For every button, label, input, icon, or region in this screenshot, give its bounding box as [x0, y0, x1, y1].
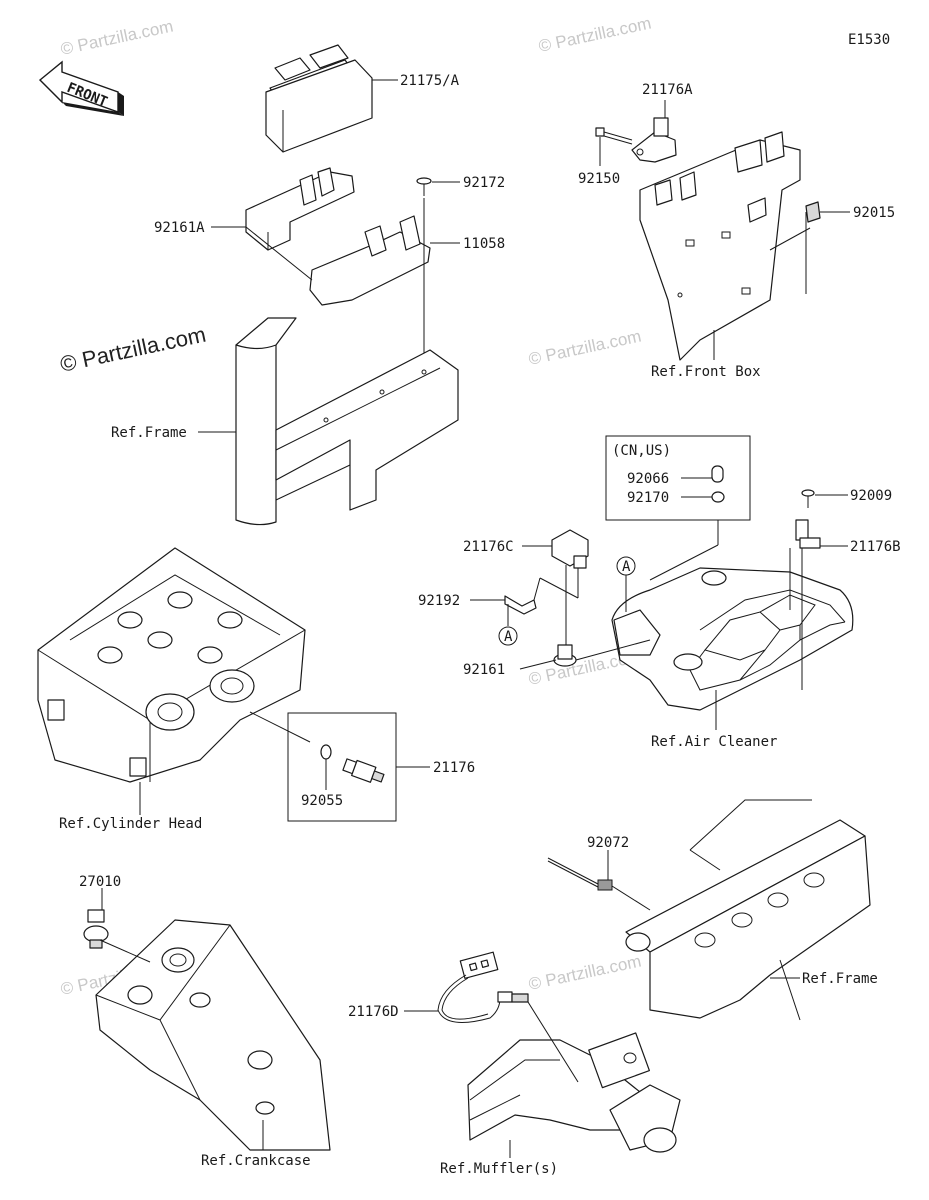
leaders-top-right	[599, 100, 850, 360]
front-box	[639, 131, 811, 361]
label-92170: 92170	[627, 490, 669, 506]
leaders-bottom-right	[607, 850, 800, 979]
sensor-21176a	[631, 117, 677, 163]
crankcase	[95, 919, 331, 1151]
watermark: © Partzilla.com	[527, 327, 643, 369]
marker-a-bottom: A	[498, 626, 518, 646]
air-cleaner	[611, 567, 854, 711]
switch-27010	[83, 909, 151, 963]
label-ref-frame-top: Ref.Frame	[111, 425, 187, 441]
sensor-21176b	[789, 519, 821, 690]
label-21176a: 21176A	[642, 82, 693, 98]
leaders-top-left	[198, 79, 460, 433]
leaders-bottom-left	[101, 888, 264, 1150]
screw-92172	[416, 177, 432, 375]
watermark: © Partzilla.com	[59, 17, 175, 59]
label-92055: 92055	[301, 793, 343, 809]
label-11058: 11058	[463, 236, 505, 252]
label-ref-crankcase: Ref.Crankcase	[201, 1153, 311, 1169]
label-92192: 92192	[418, 593, 460, 609]
label-92066: 92066	[627, 471, 669, 487]
label-92172: 92172	[463, 175, 505, 191]
label-21176c: 21176C	[463, 539, 514, 555]
hose-routing	[507, 568, 579, 626]
ecu-bracket	[309, 215, 431, 306]
marker-a-top: A	[616, 556, 636, 612]
marker-a-label: A	[504, 629, 513, 645]
muffler	[467, 1032, 681, 1153]
label-ref-mufflers: Ref.Muffler(s)	[440, 1161, 558, 1177]
watermark: © Partzilla.com	[537, 14, 653, 56]
sensor-21176d	[437, 951, 529, 1023]
leaders-bottom-center	[404, 1001, 579, 1158]
ecu-tray	[245, 167, 355, 251]
bolt-92161	[553, 644, 577, 667]
label-92150: 92150	[578, 171, 620, 187]
label-cnus: (CN,US)	[612, 443, 671, 459]
watermark: © Partzilla.com	[527, 952, 643, 994]
bolt-92009	[801, 489, 815, 508]
clip-92072	[547, 857, 651, 911]
label-92015: 92015	[853, 205, 895, 221]
label-92072: 92072	[587, 835, 629, 851]
ecu-unit	[265, 44, 373, 153]
label-92161: 92161	[463, 662, 505, 678]
label-27010: 27010	[79, 874, 121, 890]
label-ref-front-box: Ref.Front Box	[651, 364, 761, 380]
marker-a-label: A	[622, 559, 631, 575]
label-92161a: 92161A	[154, 220, 205, 236]
label-21176d: 21176D	[348, 1004, 399, 1020]
front-arrow-icon: FRONT	[38, 60, 124, 116]
diagram-code: E1530	[848, 32, 890, 48]
watermark-prominent: © Partzilla.com	[58, 322, 208, 377]
label-ref-cylinder-head: Ref.Cylinder Head	[59, 816, 202, 832]
frame-top	[235, 317, 459, 526]
cnus-callout-box: (CN,US) 92066 92170	[605, 435, 751, 545]
leaders-mid-right	[470, 494, 848, 730]
label-ref-frame-bottom: Ref.Frame	[802, 971, 878, 987]
label-21176: 21176	[433, 760, 475, 776]
label-ref-air-cleaner: Ref.Air Cleaner	[651, 734, 777, 750]
cylinder-head	[37, 547, 306, 783]
clip-92015	[805, 201, 821, 223]
label-21175a: 21175/A	[400, 73, 460, 89]
sensor-box-21176	[249, 711, 430, 822]
bolt-92150	[595, 127, 633, 145]
frame-bottom	[625, 799, 871, 1021]
sensor-21176c	[551, 529, 589, 648]
hose-92192	[504, 595, 537, 615]
label-92009: 92009	[850, 488, 892, 504]
label-21176b: 21176B	[850, 539, 901, 555]
